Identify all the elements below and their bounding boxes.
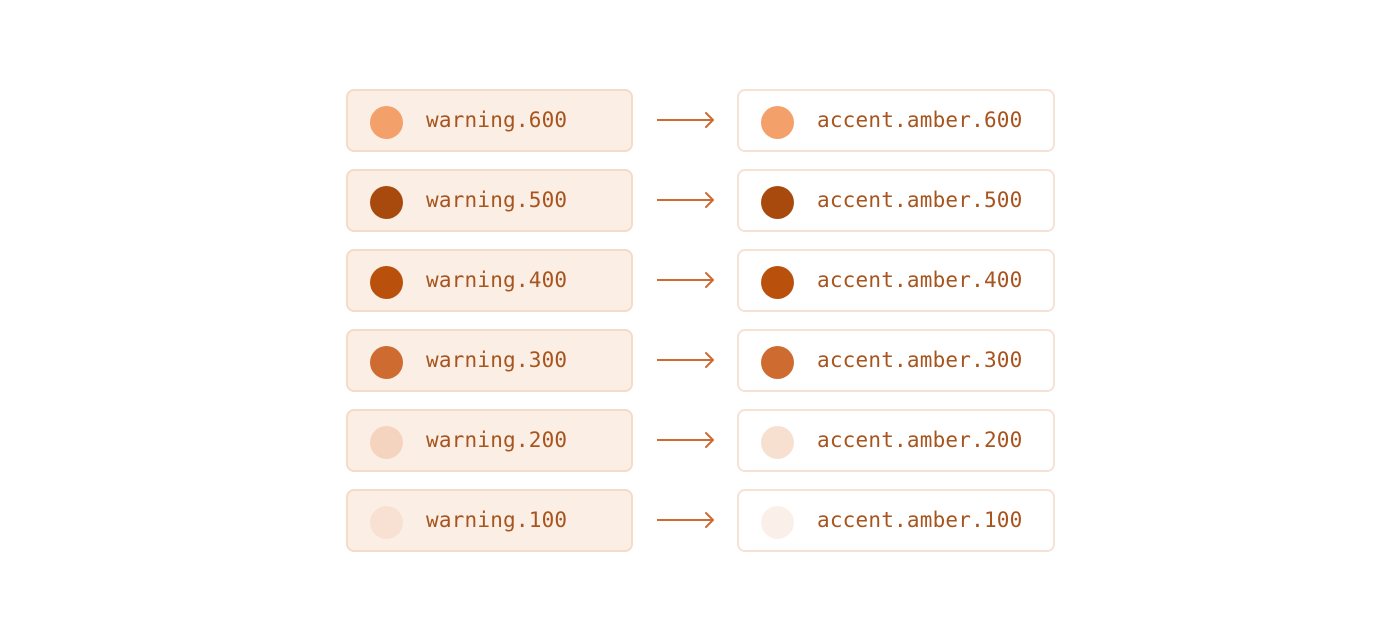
source-token-label: warning.300: [426, 348, 568, 372]
target-token-label: accent.amber.500: [817, 188, 1023, 212]
target-token: accent.amber.500: [737, 169, 1055, 232]
mapping-row: warning.200 accent.amber.200: [346, 409, 1055, 472]
source-token: warning.200: [346, 409, 633, 472]
source-token: warning.500: [346, 169, 633, 232]
mapping-row: warning.300 accent.amber.300: [346, 329, 1055, 392]
token-mapping-diagram: warning.600 accent.amber.600 warning.500 ac…: [346, 89, 1055, 552]
mapping-row: warning.500 accent.amber.500: [346, 169, 1055, 232]
source-token-label: warning.500: [426, 188, 568, 212]
target-color-swatch: [761, 186, 794, 219]
target-token: accent.amber.200: [737, 409, 1055, 472]
mapping-row: warning.100 accent.amber.100: [346, 489, 1055, 552]
target-token-label: accent.amber.200: [817, 428, 1023, 452]
arrow-right-icon: [657, 512, 714, 528]
target-token-label: accent.amber.400: [817, 268, 1023, 292]
source-color-swatch: [370, 426, 403, 459]
mapping-row: warning.600 accent.amber.600: [346, 89, 1055, 152]
target-token: accent.amber.300: [737, 329, 1055, 392]
mapping-row: warning.400 accent.amber.400: [346, 249, 1055, 312]
target-token-label: accent.amber.600: [817, 108, 1023, 132]
target-color-swatch: [761, 426, 794, 459]
source-token-label: warning.100: [426, 508, 568, 532]
target-color-swatch: [761, 506, 794, 539]
target-token-label: accent.amber.100: [817, 508, 1023, 532]
source-token-label: warning.200: [426, 428, 568, 452]
source-color-swatch: [370, 106, 403, 139]
source-token-label: warning.600: [426, 108, 568, 132]
source-color-swatch: [370, 506, 403, 539]
target-token: accent.amber.100: [737, 489, 1055, 552]
source-token: warning.100: [346, 489, 633, 552]
target-color-swatch: [761, 266, 794, 299]
arrow-right-icon: [657, 272, 714, 288]
target-color-swatch: [761, 106, 794, 139]
arrow-right-icon: [657, 352, 714, 368]
source-color-swatch: [370, 346, 403, 379]
source-color-swatch: [370, 266, 403, 299]
target-token-label: accent.amber.300: [817, 348, 1023, 372]
source-token: warning.400: [346, 249, 633, 312]
source-token: warning.600: [346, 89, 633, 152]
target-token: accent.amber.600: [737, 89, 1055, 152]
arrow-right-icon: [657, 112, 714, 128]
source-token-label: warning.400: [426, 268, 568, 292]
target-color-swatch: [761, 346, 794, 379]
target-token: accent.amber.400: [737, 249, 1055, 312]
source-color-swatch: [370, 186, 403, 219]
source-token: warning.300: [346, 329, 633, 392]
arrow-right-icon: [657, 432, 714, 448]
arrow-right-icon: [657, 192, 714, 208]
